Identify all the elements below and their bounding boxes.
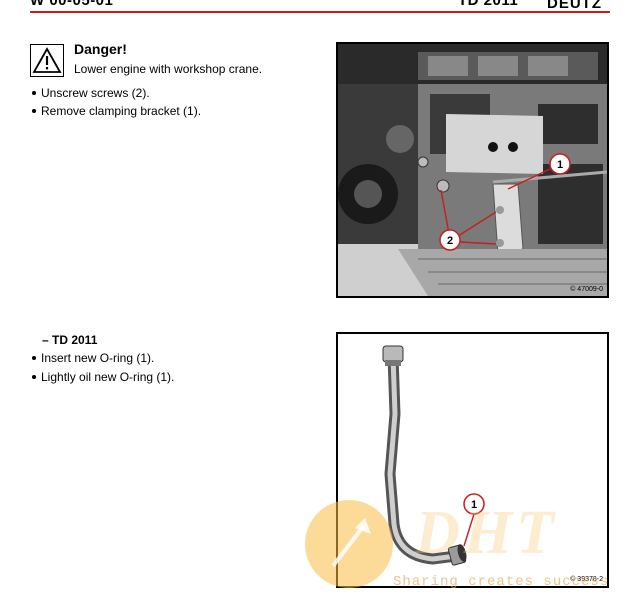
bullet-icon <box>32 90 36 95</box>
list-item: Insert new O-ring (1). <box>32 351 154 365</box>
step-text: Unscrew screws (2). <box>41 86 150 100</box>
callout-2: 2 <box>447 235 453 247</box>
header-rule <box>30 11 610 13</box>
engine-illustration: 1 2 <box>338 44 607 296</box>
section-heading: – TD 2011 <box>42 333 98 347</box>
engine-figure: 1 2 © 47009-0 <box>336 42 609 298</box>
list-item: Unscrew screws (2). <box>32 86 150 100</box>
figure-id: © 39378-2 <box>570 576 603 583</box>
bullet-icon <box>32 355 36 360</box>
list-item: Remove clamping bracket (1). <box>32 104 201 118</box>
danger-title: Danger! <box>74 41 127 57</box>
bullet-icon <box>32 108 36 113</box>
page-header: W 00-05-01 TD 2011 DEUTZ <box>0 0 634 16</box>
pipe-figure: 1 © 39378-2 <box>336 332 609 588</box>
pipe-illustration: 1 <box>338 334 607 586</box>
figure-id: © 47009-0 <box>570 286 603 293</box>
warning-triangle-icon <box>30 44 64 77</box>
callout-1: 1 <box>471 499 477 511</box>
step-text: Insert new O-ring (1). <box>41 351 155 365</box>
step-text: Remove clamping bracket (1). <box>41 104 202 118</box>
model-label: TD 2011 <box>458 0 519 9</box>
step-text: Lightly oil new O-ring (1). <box>41 370 175 384</box>
callout-1: 1 <box>557 159 563 171</box>
brand-logo: DEUTZ <box>547 0 602 12</box>
bullet-icon <box>32 374 36 379</box>
danger-text: Lower engine with workshop crane. <box>74 62 263 76</box>
list-item: Lightly oil new O-ring (1). <box>32 370 174 384</box>
doc-code: W 00-05-01 <box>30 0 114 9</box>
